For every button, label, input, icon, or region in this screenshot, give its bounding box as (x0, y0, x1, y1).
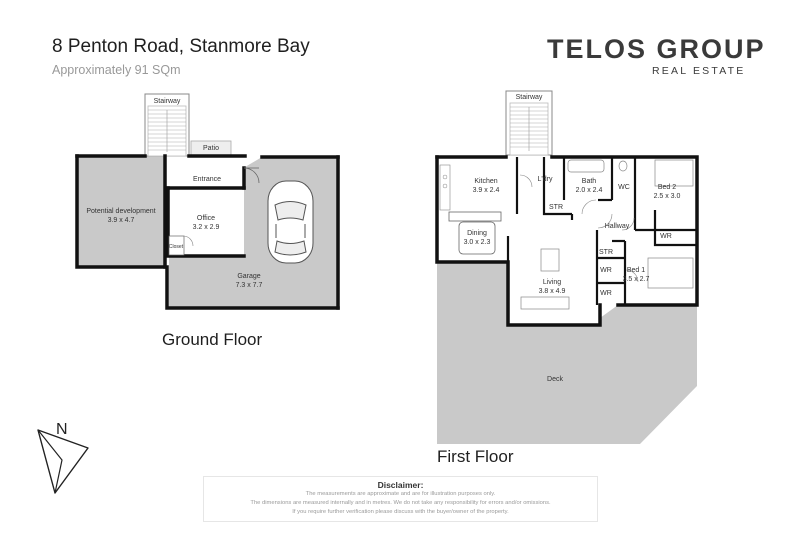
gf-closet-label: Closet (169, 244, 184, 250)
ff-stairway-label: Stairway (516, 94, 543, 101)
ff-bath-dims: 2.0 x 2.4 (576, 187, 603, 194)
ff-living-name: Living (543, 279, 561, 286)
ff-bed1-name: Bed 1 (627, 267, 645, 274)
ff-dining-dims: 3.0 x 2.3 (464, 239, 491, 246)
ff-hallway-label: Hallway (605, 223, 630, 230)
ff-wr-lower-label: WR (600, 290, 612, 297)
gf-office-name: Office (197, 215, 215, 222)
compass-label: N (56, 421, 68, 438)
property-address: 8 Penton Road, Stanmore Bay (52, 36, 310, 57)
gf-office-dims: 3.2 x 2.9 (193, 224, 220, 231)
ff-str-upper-label: STR (549, 204, 563, 211)
kitchen-counter (448, 211, 502, 222)
ff-wr-mid-label: WR (600, 267, 612, 274)
disclaimer-line: The measurements are approximate and are… (305, 491, 496, 497)
gf-stairway-label: Stairway (154, 98, 181, 105)
sofa (520, 296, 570, 310)
bath-tub (567, 159, 605, 173)
first-floor-plan: Stairway Kitchen 3.9 x 2.4 L'dry Bath 2.… (435, 90, 699, 444)
deck-area (437, 262, 697, 444)
ff-bed2-dims: 2.5 x 3.0 (654, 193, 681, 200)
ff-str-lower-label: STR (599, 249, 613, 256)
coffee-table (540, 248, 560, 272)
disclaimer-title: Disclaimer: (377, 480, 424, 490)
gf-potential-dims: 3.9 x 4.7 (108, 217, 135, 224)
first-floor-title: First Floor (437, 447, 514, 466)
ground-floor-plan: Stairway Patio Entrance Potential develo… (75, 93, 340, 310)
ff-wr-bed2-label: WR (660, 233, 672, 240)
disclaimer-line: The dimensions are measured internally a… (250, 500, 551, 506)
bed-2 (654, 159, 694, 187)
ground-stairway (144, 93, 190, 157)
toilet (618, 160, 628, 172)
gf-patio-label: Patio (203, 145, 219, 152)
property-area: Approximately 91 SQm (52, 63, 181, 77)
ff-kitchen-dims: 3.9 x 2.4 (473, 187, 500, 194)
ff-dining-name: Dining (467, 230, 487, 237)
disclaimer-line: If you require further verification plea… (292, 509, 509, 515)
ff-deck-label: Deck (547, 376, 563, 383)
bed-1 (647, 257, 694, 289)
brand-subtitle: REAL ESTATE (652, 65, 746, 77)
ff-living-dims: 3.8 x 4.9 (539, 288, 566, 295)
ff-bed2-name: Bed 2 (658, 184, 676, 191)
ff-kitchen-name: Kitchen (474, 178, 497, 185)
ff-bed1-dims: 3.5 x 2.7 (623, 276, 650, 283)
closet-outline (168, 235, 185, 256)
disclaimer-box: Disclaimer: The measurements are approxi… (203, 476, 598, 522)
ff-bath-name: Bath (582, 178, 597, 185)
gf-entrance-label: Entrance (193, 176, 221, 183)
potential-development-area (77, 156, 165, 267)
ff-wc-label: WC (618, 184, 630, 191)
ff-stairway (505, 90, 553, 156)
gf-garage-dims: 7.3 x 7.7 (236, 282, 263, 289)
gf-potential-name: Potential development (86, 208, 155, 215)
brand-logo-text: TELOS GROUP (547, 34, 766, 64)
ground-floor-title: Ground Floor (162, 330, 263, 349)
dining-table (458, 221, 496, 255)
compass-north-arrow-icon: N (37, 421, 89, 494)
ff-laundry-label: L'dry (538, 176, 553, 183)
gf-garage-name: Garage (237, 273, 260, 280)
car-icon (267, 180, 314, 264)
